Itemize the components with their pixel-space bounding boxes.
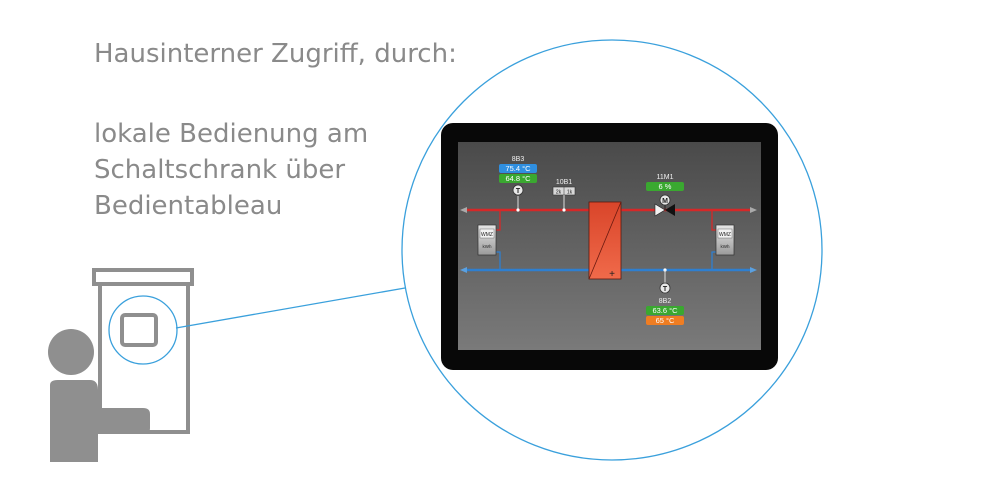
device-10b1-value-right: 1k xyxy=(567,190,573,196)
sensor-8b2-badge-2 xyxy=(646,316,684,325)
hmi-schematic: T 8B3 75.4 °C 64.8 °C 10B1 2k 1k + 11M1 … xyxy=(460,156,757,325)
meter-left-top-label: WMZ xyxy=(481,232,493,238)
motor-icon xyxy=(659,194,671,206)
device-10b1-label: 10B1 xyxy=(556,179,572,186)
sensor-8b3-value-1: 75.4 °C xyxy=(505,164,531,173)
return-arrow-left xyxy=(460,267,467,273)
device-10b1-value-left: 2k xyxy=(556,190,562,196)
supply-arrow-left xyxy=(460,207,467,213)
meter-left-bottom-label: kWh xyxy=(483,244,492,249)
zoom-circle-small xyxy=(108,295,178,365)
sensor-8b3-badge-1 xyxy=(499,164,537,173)
valve-right-icon xyxy=(665,204,675,216)
description-line-3: Bedientableau xyxy=(94,191,283,221)
valve-left-icon xyxy=(654,203,666,217)
meter-right-top-label: WMZ xyxy=(719,232,731,238)
description: lokale Bedienung am Schaltschrank über B… xyxy=(94,116,368,224)
motor-symbol: M xyxy=(662,198,668,205)
return-arrow-right xyxy=(750,267,757,273)
sensor-8b2-badge-1 xyxy=(646,306,684,315)
sensor-8b3-badge-2 xyxy=(499,174,537,183)
left-branch-blue xyxy=(496,251,501,270)
description-line-1: lokale Bedienung am xyxy=(94,119,369,149)
description-line-2: Schaltschrank über xyxy=(94,155,346,185)
heading: Hausinterner Zugriff, durch: xyxy=(94,39,457,69)
zoom-circle-large xyxy=(401,39,823,461)
pump-11m1-value: 6 % xyxy=(659,182,672,191)
sensor-8b3-label: 8B3 xyxy=(512,156,525,163)
sensor-8b2-label: 8B2 xyxy=(659,298,672,305)
pump-11m1-badge xyxy=(646,182,684,191)
sensor-8b2-icon xyxy=(659,282,671,294)
meter-right-bottom-label: kWh xyxy=(721,244,730,249)
sensor-8b2-value-2: 65 °C xyxy=(656,316,675,325)
sensor-8b2-value-1: 63.6 °C xyxy=(652,306,678,315)
zoom-connector xyxy=(175,287,406,329)
sensor-8b3-icon xyxy=(512,184,524,196)
heat-exchanger-symbol: + xyxy=(609,269,615,280)
right-branch-blue xyxy=(711,251,716,270)
supply-arrow-right xyxy=(750,207,757,213)
right-branch-red xyxy=(711,210,716,231)
person-arm xyxy=(98,408,150,434)
pump-11m1-label: 11M1 xyxy=(657,174,674,181)
cabinet-panel-icon xyxy=(120,313,158,347)
sensor-8b3-value-2: 64.8 °C xyxy=(505,174,531,183)
cabinet-icon xyxy=(92,268,194,434)
left-branch-red xyxy=(496,210,501,231)
sensor-8b3-symbol: T xyxy=(516,188,521,195)
sensor-8b2-symbol: T xyxy=(663,286,668,293)
